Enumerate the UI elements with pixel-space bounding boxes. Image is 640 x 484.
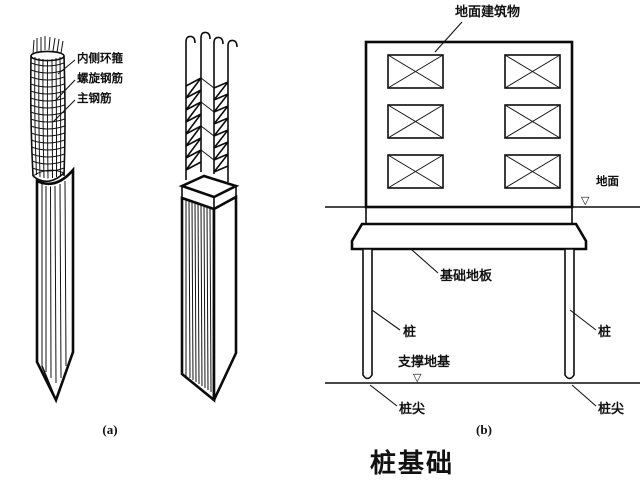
- square-pile-front-zigzag: [185, 77, 202, 171]
- panel-a-group: 内侧环箍 螺旋钢筋 主钢筋: [29, 31, 240, 437]
- panel-a-leaders: [52, 59, 76, 123]
- label-superstructure: 地面建筑物: [455, 4, 520, 20]
- square-pile-side-zigzag: [213, 81, 229, 173]
- label-pile-right: 桩: [598, 324, 611, 340]
- label-pile-left: 桩: [403, 324, 416, 340]
- window-r3c2: [504, 154, 561, 189]
- round-cage-bottom-ring-front: [32, 172, 65, 183]
- round-cage-pile: [29, 36, 75, 404]
- round-pile-tip-left-edge: [41, 365, 57, 401]
- round-pile-tip-right-edge: [55, 351, 74, 401]
- leader-pile-tip-left: [369, 384, 398, 407]
- leader-pile-right: [569, 309, 597, 331]
- bearing-level-triangle-marker: ▽: [413, 371, 422, 384]
- round-cage-left-edge: [29, 55, 34, 177]
- round-pile-longitudinal-bars: [34, 56, 62, 179]
- square-pile-tip-right: [213, 352, 237, 401]
- window-r2c1: [387, 104, 444, 139]
- pile-shaft-left: [362, 248, 373, 380]
- panel-a-tag: (a): [102, 422, 117, 437]
- label-bearing-stratum: 支撑地基: [397, 354, 451, 370]
- label-inner-hoop: 内侧环箍: [77, 51, 123, 65]
- building-windows: [387, 54, 561, 189]
- label-ground-level: 地面: [596, 174, 619, 188]
- square-pile-tip-left: [181, 373, 215, 401]
- ground-water-triangle-marker: ▽: [581, 194, 590, 207]
- leader-footing-slab: [411, 249, 439, 274]
- square-pile-hook-bars: [185, 31, 238, 75]
- round-pile-shaft-shading: [41, 180, 67, 384]
- round-cage-right-edge: [63, 55, 66, 177]
- round-cage-bottom-ring-back: [32, 169, 65, 177]
- leader-inner-hoop: [57, 59, 76, 75]
- panel-b-tag: (b): [476, 422, 492, 437]
- window-r1c1: [387, 54, 444, 89]
- leader-pile-tip-right: [571, 384, 597, 407]
- window-r2c2: [504, 104, 561, 139]
- window-r3c1: [387, 154, 444, 189]
- round-pile-protruding-bars: [32, 36, 64, 55]
- figure-title: 桩基础: [370, 448, 454, 479]
- window-r1c2: [504, 54, 561, 89]
- label-spiral-bar: 螺旋钢筋: [77, 71, 123, 85]
- footing-slab: [350, 222, 588, 251]
- wall-to-slab-joins: [365, 207, 573, 224]
- label-pile-tip-left: 桩尖: [399, 401, 425, 417]
- leader-pile-left: [371, 309, 401, 331]
- pile-shaft-right: [564, 248, 575, 380]
- label-main-bar: 主钢筋: [77, 91, 112, 105]
- square-cage-pile: [178, 31, 240, 403]
- label-pile-tip-right: 桩尖: [598, 401, 624, 417]
- label-footing-slab: 基础地板: [439, 268, 493, 284]
- square-pile-ties: [200, 77, 215, 161]
- leader-main-bar: [52, 99, 76, 123]
- square-pile-shaft-shading: [185, 200, 212, 393]
- leader-superstructure: [434, 21, 463, 53]
- panel-b-group: 地面建筑物 地面 ▽ 基础地板 桩 桩 支撑地基 ▽ 桩尖 桩尖 (b): [325, 4, 640, 437]
- leader-spiral-bar: [54, 79, 76, 102]
